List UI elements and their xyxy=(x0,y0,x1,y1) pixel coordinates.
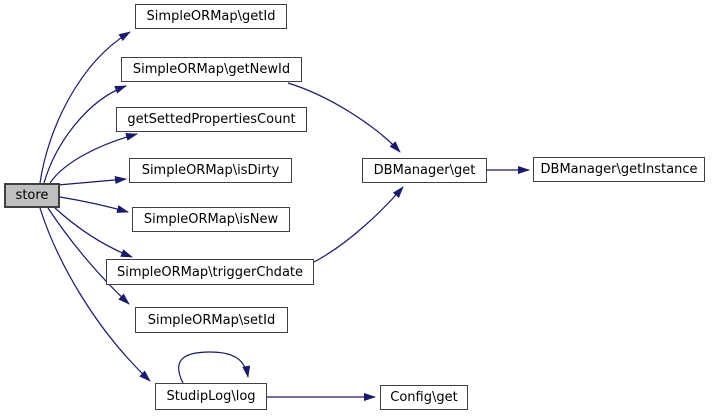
node-studiplog-log[interactable]: StudipLog\log xyxy=(155,383,267,410)
node-dbmanager-get[interactable]: DBManager\get xyxy=(362,158,487,183)
node-simpleormap-isdirty[interactable]: SimpleORMap\isDirty xyxy=(129,158,292,183)
node-store-label: store xyxy=(15,188,49,203)
node-getsettedpropertiescount-label: getSettedPropertiesCount xyxy=(127,112,296,127)
node-simpleormap-triggerchdate-label: SimpleORMap\triggerChdate xyxy=(117,264,303,280)
node-simpleormap-getid-label: SimpleORMap\getId xyxy=(146,9,276,24)
node-dbmanager-getinstance[interactable]: DBManager\getInstance xyxy=(533,157,705,182)
edge-log-self-loop xyxy=(178,351,251,384)
node-simpleormap-isnew-label: SimpleORMap\isNew xyxy=(143,212,279,227)
node-simpleormap-getnewid-label: SimpleORMap\getNewId xyxy=(132,62,291,77)
node-simpleormap-setid[interactable]: SimpleORMap\setId xyxy=(135,307,288,333)
node-simpleormap-isnew[interactable]: SimpleORMap\isNew xyxy=(132,207,290,232)
node-simpleormap-setid-label: SimpleORMap\setId xyxy=(147,312,276,328)
node-config-get-label: Config\get xyxy=(390,390,458,405)
node-getsettedpropertiescount[interactable]: getSettedPropertiesCount xyxy=(116,107,307,132)
edge-store-to-getnewid xyxy=(43,85,127,184)
edge-getnewid-to-dbget xyxy=(287,82,401,153)
edge-store-to-getsettedpropertiescount xyxy=(49,133,138,184)
edge-store-to-log xyxy=(39,207,151,382)
node-dbmanager-getinstance-label: DBManager\getInstance xyxy=(540,162,698,177)
edge-store-to-setid xyxy=(47,207,130,305)
edge-store-to-isnew xyxy=(59,196,129,213)
node-simpleormap-getid[interactable]: SimpleORMap\getId xyxy=(135,4,287,29)
node-studiplog-log-label: StudipLog\log xyxy=(166,389,256,404)
node-dbmanager-get-label: DBManager\get xyxy=(373,163,476,178)
node-store: store xyxy=(4,183,60,208)
edge-store-to-getid xyxy=(39,31,131,184)
node-simpleormap-triggerchdate[interactable]: SimpleORMap\triggerChdate xyxy=(106,259,314,285)
edge-store-to-triggerchdate xyxy=(54,207,133,258)
node-simpleormap-getnewid[interactable]: SimpleORMap\getNewId xyxy=(121,57,302,82)
edge-triggerchdate-to-dbget xyxy=(313,186,404,263)
edge-store-to-isdirty xyxy=(57,176,127,186)
node-config-get[interactable]: Config\get xyxy=(380,385,468,410)
node-simpleormap-isdirty-label: SimpleORMap\isDirty xyxy=(141,163,280,178)
